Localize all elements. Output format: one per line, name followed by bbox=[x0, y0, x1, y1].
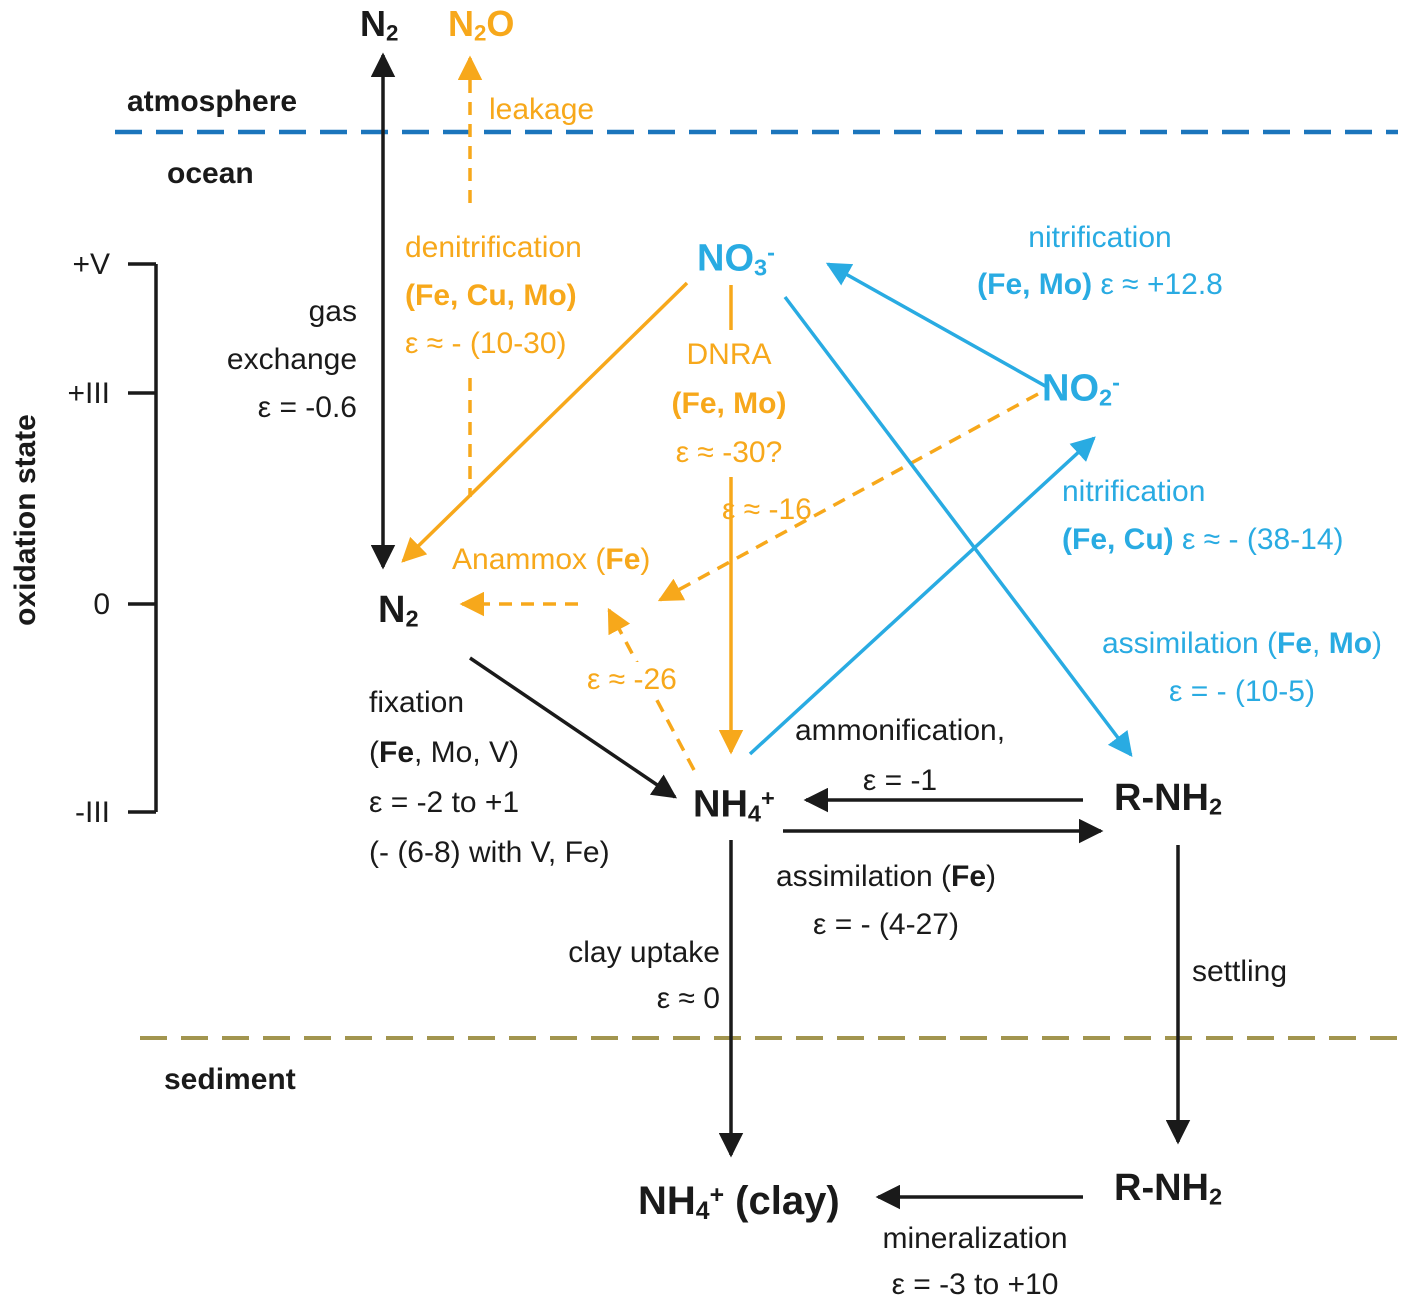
dnra-line1: DNRA bbox=[686, 338, 772, 371]
clay-uptake-label: clay uptake ε ≈ 0 bbox=[568, 930, 720, 1022]
fixation-epsilon: ε = -2 to +1 bbox=[369, 786, 520, 819]
denitrification-metals: (Fe, Cu, Mo) bbox=[405, 279, 577, 312]
nitrification-no3-epsilon: (Fe, Mo) ε ≈ +12.8 bbox=[977, 268, 1223, 301]
gas-exchange-line2: exchange bbox=[226, 343, 357, 376]
assimilation-nh4-line1: assimilation (Fe) bbox=[775, 860, 997, 893]
nitrification-no2-to-no3-arrow bbox=[825, 262, 1048, 389]
denitrification-arrow bbox=[401, 281, 689, 563]
mineralization-line1: mineralization bbox=[882, 1222, 1068, 1255]
anammox-label: Anammox (Fe) bbox=[452, 543, 651, 576]
oxidation-state-axis-title: oxidation state bbox=[9, 414, 42, 626]
dnra-label: DNRA (Fe, Mo) ε ≈ -30? bbox=[666, 330, 792, 477]
anammox-no2-arrow bbox=[657, 392, 1039, 602]
anammox-no2-epsilon-label: ε ≈ -16 bbox=[722, 493, 812, 526]
axis-tick-minus3: -III bbox=[75, 796, 110, 829]
axis-tick-zero: 0 bbox=[93, 588, 110, 621]
nitrification-no3-line1: nitrification bbox=[1028, 221, 1172, 254]
fixation-line1: fixation bbox=[369, 686, 465, 719]
assimilation-no3-label: assimilation (Fe, Mo) ε = - (10-5) bbox=[1102, 620, 1382, 716]
nitrification-nh4-to-no2-arrow bbox=[748, 436, 1096, 756]
mineralization-epsilon: ε = -3 to +10 bbox=[891, 1268, 1059, 1300]
assimilation-no3-to-rnh2-arrow bbox=[783, 295, 1133, 757]
denitrification-line1: denitrification bbox=[405, 231, 582, 264]
nitrification-no2-line1: nitrification bbox=[1062, 475, 1206, 508]
species-no3: NO3- bbox=[697, 237, 775, 281]
assimilation-nh4-label: assimilation (Fe) ε = - (4-27) bbox=[776, 853, 996, 949]
settling-label: settling bbox=[1192, 955, 1288, 988]
fixation-epsilon-note: (- (6-8) with V, Fe) bbox=[369, 836, 610, 869]
species-n2-atmosphere: N2 bbox=[360, 3, 399, 46]
sediment-zone-label: sediment bbox=[164, 1063, 296, 1096]
ammonification-epsilon: ε = -1 bbox=[862, 764, 938, 797]
dnra-epsilon: ε ≈ -30? bbox=[675, 436, 783, 469]
axis-tick-plus5: +V bbox=[72, 248, 110, 281]
atmosphere-zone-label: atmosphere bbox=[127, 85, 298, 118]
denitrification-label: denitrification (Fe, Cu, Mo) ε ≈ - (10-3… bbox=[405, 224, 582, 368]
fixation-metals: (Fe, Mo, V) bbox=[369, 736, 520, 769]
nitrification-no3-label: nitrification (Fe, Mo) ε ≈ +12.8 bbox=[977, 214, 1223, 308]
anammox-nh4-epsilon-label: ε ≈ -26 bbox=[582, 662, 682, 698]
ocean-zone-label: ocean bbox=[167, 157, 254, 190]
mineralization-label: mineralization ε = -3 to +10 bbox=[882, 1216, 1067, 1300]
species-n2o-atmosphere: N2O bbox=[448, 3, 515, 46]
nitrification-no2-epsilon: (Fe, Cu) ε ≈ - (38-14) bbox=[1062, 523, 1344, 556]
fixation-arrow bbox=[469, 656, 678, 799]
assimilation-no3-line1: assimilation (Fe, Mo) bbox=[1101, 627, 1383, 660]
nitrification-no2-label: nitrification (Fe, Cu) ε ≈ - (38-14) bbox=[1062, 468, 1344, 564]
gas-exchange-line1: gas bbox=[308, 295, 357, 328]
fixation-label: fixation (Fe, Mo, V) ε = -2 to +1 (- (6-… bbox=[369, 678, 610, 878]
species-no2: NO2- bbox=[1042, 367, 1120, 411]
species-nh4-clay: NH4+ (clay) bbox=[638, 1179, 840, 1226]
leakage-label: leakage bbox=[489, 93, 595, 126]
assimilation-no3-epsilon: ε = - (10-5) bbox=[1169, 675, 1315, 708]
clay-uptake-line1: clay uptake bbox=[568, 936, 720, 969]
gas-exchange-epsilon: ε = -0.6 bbox=[257, 391, 357, 424]
axis-tick-plus3: +III bbox=[67, 377, 110, 410]
species-nh4-ocean: NH4+ bbox=[693, 783, 775, 827]
ammonification-line1: ammonification, bbox=[794, 714, 1006, 747]
gas-exchange-label: gas exchange ε = -0.6 bbox=[227, 288, 357, 432]
ammonification-label: ammonification, ε = -1 bbox=[795, 706, 1005, 806]
oxidation-state-axis bbox=[128, 262, 158, 814]
dnra-metals: (Fe, Mo) bbox=[671, 387, 787, 420]
species-rnh2-sediment: R-NH2 bbox=[1114, 1167, 1223, 1210]
species-n2-ocean: N2 bbox=[378, 589, 419, 632]
assimilation-nh4-epsilon: ε = - (4-27) bbox=[813, 908, 959, 941]
denitrification-epsilon: ε ≈ - (10-30) bbox=[405, 327, 567, 360]
species-rnh2-ocean: R-NH2 bbox=[1114, 777, 1223, 820]
clay-uptake-epsilon: ε ≈ 0 bbox=[656, 982, 720, 1015]
